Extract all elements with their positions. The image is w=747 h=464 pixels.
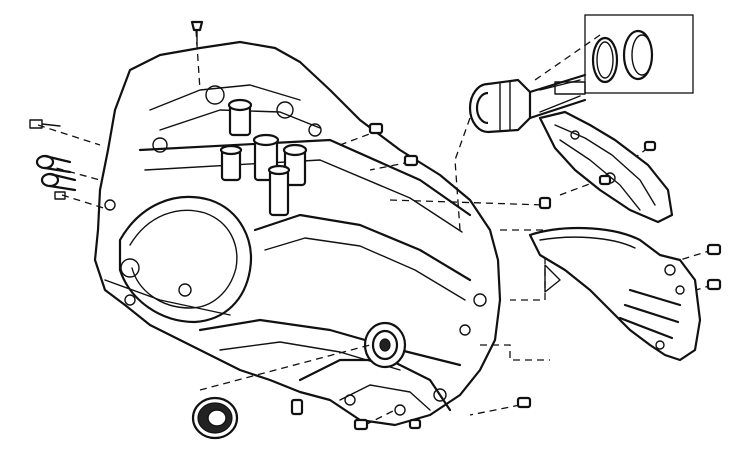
bolt-icon [54,191,66,200]
bolt-icon [29,119,61,129]
bolt-icon [706,243,722,256]
bolt-icon [290,398,304,416]
piston-icon [468,73,587,134]
bolt-icon [190,20,204,46]
bolt-icon [353,418,369,431]
bolt-icon [40,172,77,192]
bolt-icon [368,122,384,135]
oil-seal-icon [191,396,239,440]
upper-cover [538,110,674,224]
cover-plate-icon [538,110,674,224]
bolt-icon [35,154,72,174]
bolt-icon [408,418,422,430]
bolts [29,20,722,431]
lower-cover [528,226,702,362]
bolt-icon [516,396,532,409]
bolt-icon [403,154,419,167]
cover-plate-icon [528,226,702,362]
snap-ring-icon [591,36,619,84]
transaxle-case [93,40,502,427]
bolt-icon [706,278,722,291]
snap-ring-box [584,14,694,94]
bolt-icon [538,196,552,210]
bolt-icon [598,174,612,186]
bolt-icon [643,140,657,152]
